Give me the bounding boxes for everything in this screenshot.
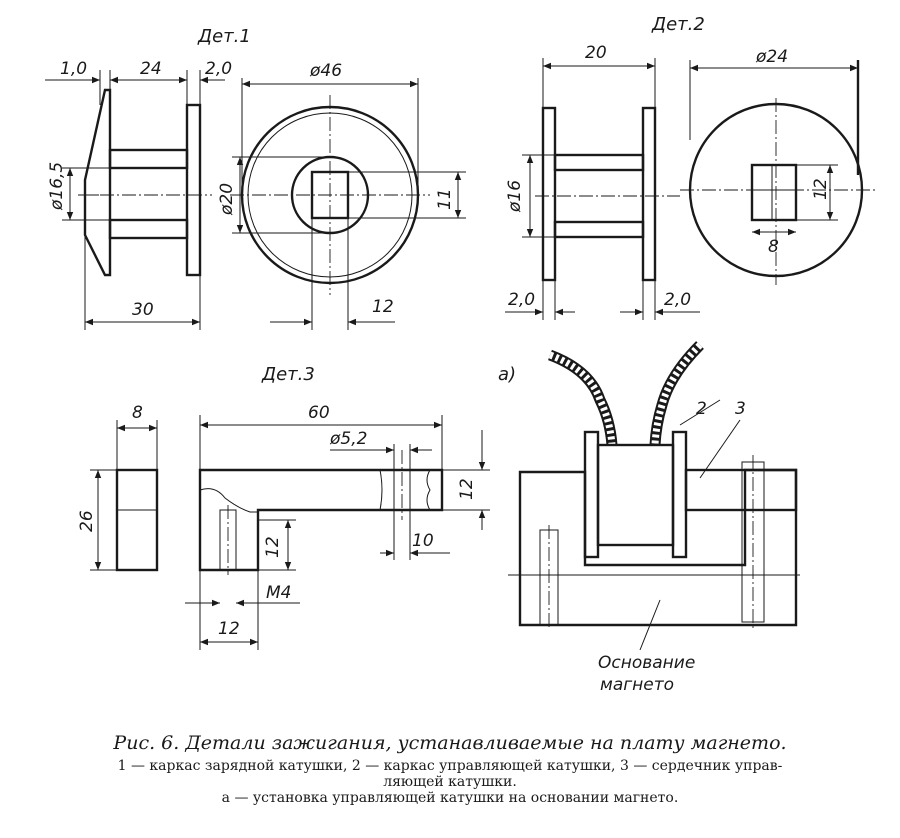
part-1: Дет.1 1,0 24 2,0 ø16,5 bbox=[45, 26, 466, 330]
part-1-dim-6: ø46 bbox=[309, 61, 342, 81]
part-3-dim-3: 60 bbox=[308, 403, 330, 423]
part-3-dim-7: 12 bbox=[263, 536, 283, 558]
part-3: Дет.3 8 26 60 bbox=[77, 364, 490, 650]
part-2-dim-6: 12 bbox=[811, 178, 831, 200]
part-2: Дет.2 20 ø16 2,0 2,0 bbox=[505, 14, 875, 320]
part-3-title: Дет.3 bbox=[261, 364, 315, 385]
part-2-dim-3: 2,0 bbox=[508, 290, 535, 310]
assembly-base-label-2: магнето bbox=[600, 675, 674, 695]
part-2-dim-5: ø24 bbox=[755, 47, 788, 67]
part-2-front-view: ø24 12 8 bbox=[680, 47, 875, 285]
part-1-dim-9: 12 bbox=[372, 297, 394, 317]
assembly-label: а) bbox=[498, 364, 516, 385]
part-3-end-view: 8 26 bbox=[77, 403, 159, 572]
part-1-title: Дет.1 bbox=[197, 26, 251, 47]
assembly-callout-3: 3 bbox=[735, 399, 746, 419]
part-2-title: Дет.2 bbox=[651, 14, 705, 35]
part-1-side-view: 1,0 24 2,0 ø16,5 30 bbox=[45, 59, 232, 330]
assembly-callout-2: 2 bbox=[696, 399, 707, 419]
figure-caption: Рис. 6. Детали зажигания, устанавливаемы… bbox=[0, 726, 900, 806]
part-2-dim-7: 8 bbox=[768, 237, 779, 257]
part-2-dim-2: ø16 bbox=[505, 180, 525, 213]
part-1-front-view: ø46 ø20 11 12 bbox=[217, 61, 466, 330]
part-3-dim-1: 8 bbox=[132, 403, 143, 423]
part-3-side-view: 60 ø5,2 12 10 12 M4 12 bbox=[185, 403, 490, 650]
part-2-dim-1: 20 bbox=[585, 43, 607, 63]
part-3-dim-8: M4 bbox=[266, 583, 291, 603]
part-3-dim-9: 12 bbox=[218, 619, 240, 639]
part-1-dim-7: ø20 bbox=[217, 183, 237, 216]
part-3-dim-2: 26 bbox=[77, 510, 97, 532]
caption-legend-line-3: а — установка управляющей катушки на осн… bbox=[221, 790, 679, 806]
part-1-dim-4: ø16,5 bbox=[47, 162, 67, 211]
part-1-dim-5: 30 bbox=[132, 300, 154, 320]
part-2-dim-4: 2,0 bbox=[664, 290, 691, 310]
part-1-dim-8: 11 bbox=[435, 188, 455, 210]
part-3-dim-5: 12 bbox=[457, 478, 477, 500]
assembly-base-label-1: Основание bbox=[598, 653, 695, 673]
part-1-dim-2: 24 bbox=[140, 59, 162, 79]
part-3-dim-4: ø5,2 bbox=[329, 429, 367, 449]
assembly-view: а) 2 3 Основание магнето bbox=[498, 341, 800, 695]
caption-legend-line-1: 1 — каркас зарядной катушки, 2 — каркас … bbox=[117, 758, 783, 774]
caption-title: Рис. 6. Детали зажигания, устанавливаемы… bbox=[113, 732, 787, 754]
part-3-dim-6: 10 bbox=[412, 531, 434, 551]
part-1-dim-3: 2,0 bbox=[205, 59, 232, 79]
caption-legend-line-2: ляющей катушки. bbox=[383, 774, 517, 790]
part-2-side-view: 20 ø16 2,0 2,0 bbox=[505, 43, 700, 320]
part-1-dim-1: 1,0 bbox=[60, 59, 87, 79]
technical-drawing: Дет.1 1,0 24 2,0 ø16,5 bbox=[45, 14, 875, 695]
